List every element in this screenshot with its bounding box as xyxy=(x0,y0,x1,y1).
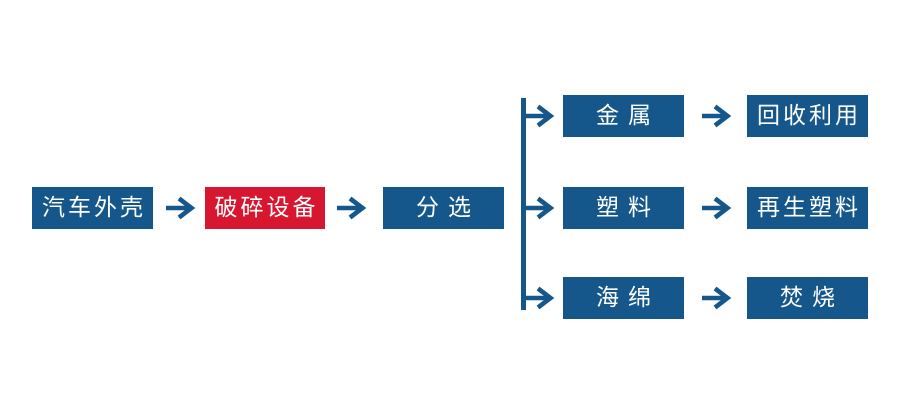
node-sponge: 海绵 xyxy=(563,277,684,319)
right-arrow-icon xyxy=(525,196,555,220)
node-incineration-label: 焚烧 xyxy=(780,284,844,311)
right-arrow-icon xyxy=(525,104,555,128)
node-sponge-label: 海绵 xyxy=(596,284,660,311)
right-arrow-icon xyxy=(702,104,732,128)
node-car-shell: 汽车外壳 xyxy=(32,187,153,229)
node-incineration: 焚烧 xyxy=(747,277,868,319)
node-plastic: 塑料 xyxy=(563,187,684,229)
right-arrow-icon xyxy=(702,196,732,220)
node-crushing-equipment-label: 破碎设备 xyxy=(214,194,319,221)
right-arrow-icon xyxy=(166,196,196,220)
node-sorting-label: 分选 xyxy=(416,194,480,221)
node-sorting: 分选 xyxy=(383,187,504,229)
node-metal: 金属 xyxy=(563,95,684,137)
node-recycled-plastic-label: 再生塑料 xyxy=(757,194,861,221)
branch-connector-line xyxy=(521,98,526,310)
right-arrow-icon xyxy=(702,286,732,310)
right-arrow-icon xyxy=(525,286,555,310)
node-metal-label: 金属 xyxy=(596,102,660,129)
node-recycling-label: 回收利用 xyxy=(757,102,861,129)
node-plastic-label: 塑料 xyxy=(596,194,660,221)
node-crushing-equipment: 破碎设备 xyxy=(205,187,325,229)
right-arrow-icon xyxy=(337,196,367,220)
node-recycling: 回收利用 xyxy=(747,95,868,137)
node-recycled-plastic: 再生塑料 xyxy=(747,187,868,229)
node-car-shell-label: 汽车外壳 xyxy=(42,194,146,221)
